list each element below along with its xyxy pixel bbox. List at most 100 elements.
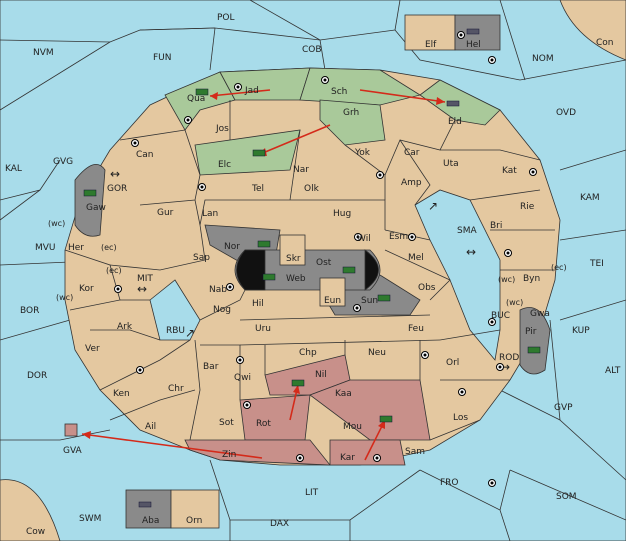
label-nom: NOM [532,54,554,64]
units [83,88,541,423]
label-car: Car [404,148,420,158]
coast-note-byn-ec: (ec) [551,263,567,272]
label-elf: Elf [425,40,437,50]
region-mou[interactable] [309,379,431,441]
label-amp: Amp [401,178,422,188]
coast-note-kor-wc: (wc) [56,293,73,302]
label-cow: Cow [26,527,45,537]
label-gwa: Gwa [530,309,550,319]
label-sun: Sun [361,296,378,306]
label-sam: Sam [405,447,425,457]
region-pir[interactable] [519,307,551,375]
label-aba: Aba [142,516,159,526]
label-lit: LIT [305,488,319,498]
label-yok: Yok [354,148,371,158]
label-gva: GVA [63,446,83,456]
coast-note-byn-wc: (wc) [498,275,515,284]
unit-nor[interactable] [257,240,271,248]
label-nil: Nil [315,370,327,380]
label-mel: Mel [408,253,424,263]
unit-elc[interactable] [252,149,266,157]
label-sma: SMA [457,226,477,236]
rbu-arrow: ↗ [185,326,195,340]
label-swm: SWM [79,514,101,524]
label-skr: Skr [286,254,301,264]
label-ver: Ver [85,344,100,354]
label-can: Can [136,150,154,160]
label-chr: Chr [168,384,184,394]
region-eun[interactable] [319,277,346,307]
fleet-aba[interactable] [138,501,152,508]
label-bri: Bri [490,221,502,231]
unit-sun[interactable] [377,294,391,302]
label-gur: Gur [157,208,174,218]
coast-notes: (wc) (ec) (ec) (wc) (wc) (ec) (wc) [48,219,567,307]
unit-pir[interactable] [527,346,541,354]
label-grh: Grh [343,108,359,118]
label-gor: GOR [107,184,127,194]
unit-ost[interactable] [342,266,356,274]
unit-web[interactable] [262,273,276,281]
unit-qua[interactable] [195,88,209,96]
label-kal: KAL [5,164,22,174]
label-ail: Ail [145,422,156,432]
label-mvu: MVU [35,243,56,253]
label-orl: Orl [446,358,459,368]
label-qwi: Qwi [234,373,251,383]
label-rot: Rot [256,419,271,429]
label-pir: Pir [525,327,537,337]
region-kar[interactable] [329,439,406,466]
label-dor: DOR [27,371,47,381]
label-fun: FUN [153,53,172,63]
label-rie: Rie [520,202,535,212]
double-arrows: ↔ ↔ ↗ ↗ ↔ ↔ [110,167,510,374]
label-uru: Uru [255,324,271,334]
internal-borders [64,100,555,441]
region-aba[interactable] [125,489,172,529]
coast-note-her-ec: (ec) [101,243,117,252]
region-orn[interactable] [170,489,220,529]
coast-note-gwa-wc: (wc) [506,298,523,307]
label-byn: Byn [523,274,540,284]
region-eld[interactable] [419,79,501,126]
region-skr[interactable] [279,234,306,266]
region-jad[interactable] [219,67,311,101]
label-buc: BUC [491,311,510,321]
region-gaw[interactable] [74,163,106,237]
unit-mou[interactable] [379,415,393,423]
label-hil: Hil [252,299,264,309]
label-rbu: RBU [166,326,185,336]
label-jos: Jos [215,124,229,134]
region-rbu[interactable] [149,279,201,341]
label-nar: Nar [293,165,309,175]
label-alt: ALT [605,366,621,376]
label-rod: ROD [499,353,519,363]
label-neu: Neu [368,348,386,358]
label-sch: Sch [331,87,347,97]
region-ost-east-cap [364,249,379,291]
label-hug: Hug [333,209,351,219]
fleet-hel[interactable] [466,28,480,35]
label-nor: Nor [224,242,240,252]
region-gva-unit-marker [64,423,78,437]
label-orn: Orn [186,516,202,526]
label-her: Her [68,243,84,253]
label-wil: Wil [357,234,371,244]
region-sma[interactable] [414,189,501,361]
unit-gaw[interactable] [83,189,97,197]
region-elc[interactable] [194,129,301,176]
region-rot[interactable] [239,394,311,441]
region-qua[interactable] [164,71,236,131]
label-kaa: Kaa [335,389,352,399]
fleet-eld[interactable] [446,100,460,107]
sma-arrow-ne: ↗ [428,199,438,213]
unit-nil[interactable] [291,379,305,387]
region-grh[interactable] [319,99,386,146]
label-tei: TEI [589,259,604,269]
gor-arrow: ↔ [110,167,120,181]
label-kar: Kar [340,453,355,463]
label-kor: Kor [79,284,94,294]
region-sch[interactable] [299,67,422,106]
